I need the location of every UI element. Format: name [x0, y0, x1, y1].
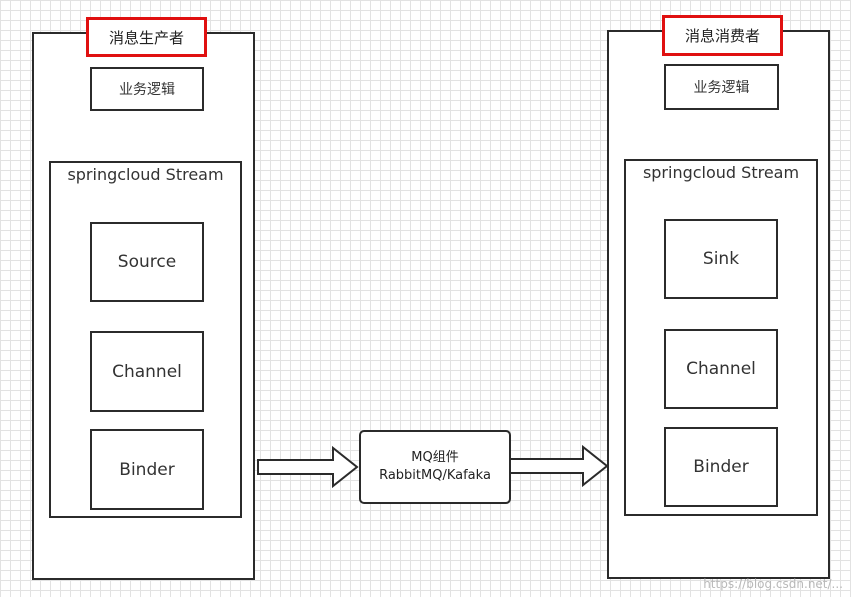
mq-label: MQ组件 [411, 450, 459, 465]
sink-box: Sink [664, 219, 778, 299]
consumer-channel-box: Channel [664, 329, 778, 409]
producer-channel-box: Channel [90, 331, 204, 412]
producer-business-logic-box: 业务逻辑 [90, 67, 204, 111]
consumer-stream-title: springcloud Stream [642, 163, 800, 182]
consumer-business-logic-box: 业务逻辑 [664, 64, 779, 110]
mq-broker-names: RabbitMQ/Kafaka [379, 468, 491, 483]
source-box: Source [90, 222, 204, 302]
mq-to-consumer-arrow [509, 444, 609, 488]
consumer-binder-box: Binder [664, 427, 778, 507]
producer-stream-title: springcloud Stream [67, 165, 224, 184]
watermark: https://blog.csdn.net/... [703, 577, 843, 591]
producer-to-mq-arrow [257, 445, 359, 489]
mq-component-box: MQ组件 RabbitMQ/Kafaka [359, 430, 511, 504]
producer-binder-box: Binder [90, 429, 204, 510]
producer-title: 消息生产者 [86, 17, 207, 57]
consumer-title: 消息消费者 [662, 15, 783, 56]
